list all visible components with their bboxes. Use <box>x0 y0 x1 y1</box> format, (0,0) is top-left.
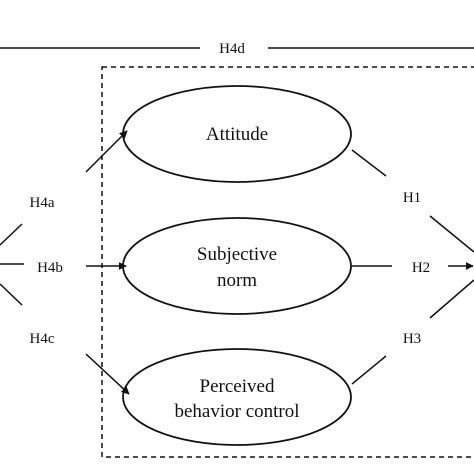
perceived-behavior-control-label-line1: Perceived <box>200 376 275 397</box>
dashed-boundary-box <box>101 66 474 458</box>
h1-line <box>351 149 387 177</box>
h4d-label: H4d <box>219 41 245 57</box>
h3-label: H3 <box>403 331 421 347</box>
h3-line-continued <box>429 279 474 319</box>
left-stub-upper <box>0 223 23 246</box>
perceived-behavior-control-node: Perceived behavior control <box>122 348 352 446</box>
h4c-label: H4c <box>30 331 55 347</box>
h4a-label: H4a <box>30 195 55 211</box>
h1-label: H1 <box>403 190 421 206</box>
subjective-norm-ellipse <box>122 217 352 315</box>
h4a-arrow <box>85 130 128 173</box>
h4b-label: H4b <box>37 260 63 276</box>
subjective-norm-node: Subjective norm <box>122 217 352 315</box>
h1-line-continued <box>429 215 474 253</box>
h4c-arrow <box>85 353 130 395</box>
attitude-label: Attitude <box>206 124 268 145</box>
h3-line <box>351 355 387 385</box>
subjective-norm-label-line2: norm <box>217 270 257 291</box>
perceived-behavior-control-ellipse <box>122 348 352 446</box>
subjective-norm-label-line1: Subjective <box>197 244 277 265</box>
h2-label: H2 <box>412 260 430 276</box>
left-stub-lower <box>0 283 23 306</box>
perceived-behavior-control-label-line2: behavior control <box>174 401 299 422</box>
attitude-node: Attitude <box>122 85 352 183</box>
